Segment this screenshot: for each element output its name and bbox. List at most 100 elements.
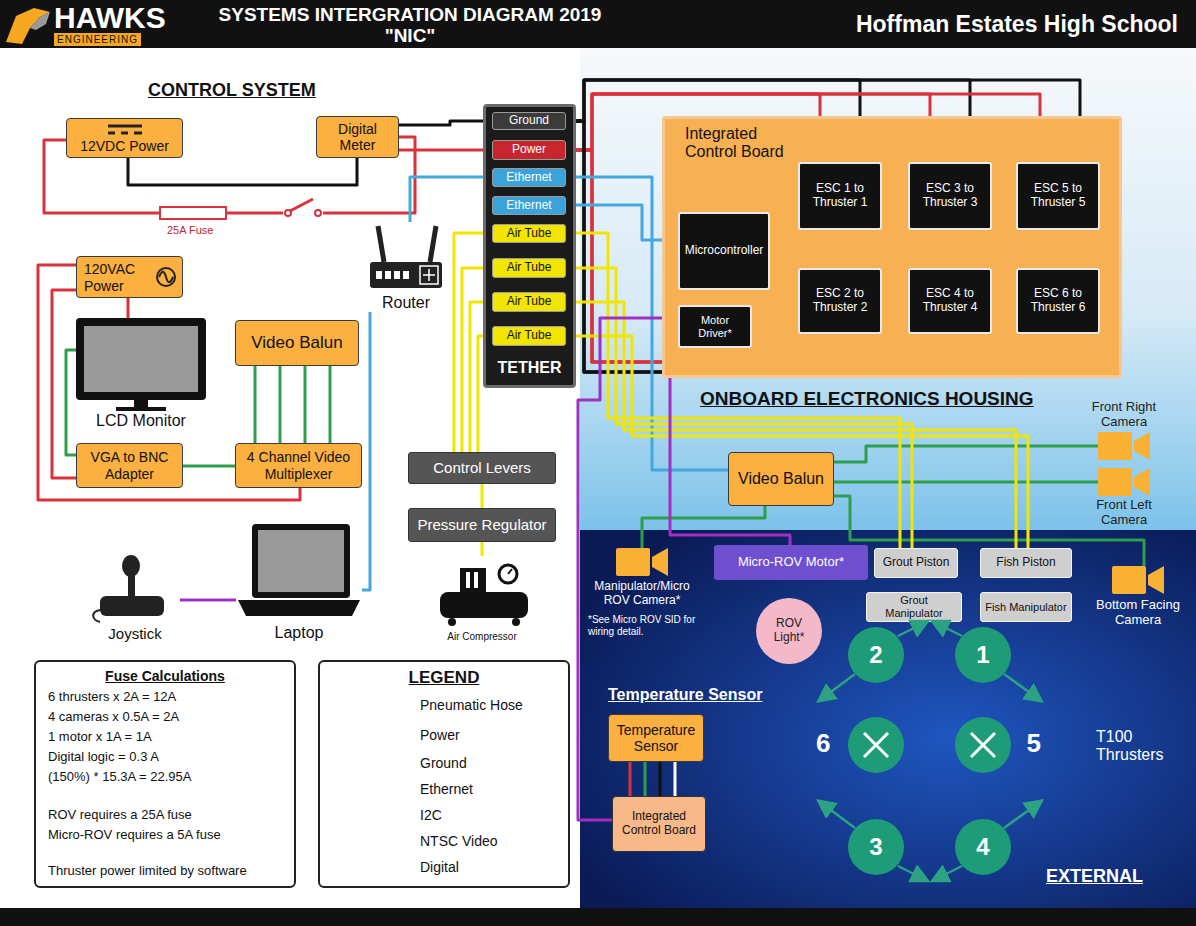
camera-icon xyxy=(1098,432,1132,460)
wire xyxy=(644,762,647,796)
driver-box: Motor Driver* xyxy=(678,305,752,348)
wire xyxy=(183,465,235,468)
control-box: Control Levers xyxy=(408,452,556,484)
node-text: LCD Monitor xyxy=(76,412,206,430)
node-text: Thruster power limited by software xyxy=(48,864,247,879)
camera-icon xyxy=(1134,468,1150,496)
header-bar xyxy=(0,0,1196,48)
thruster-circle: 4 xyxy=(955,819,1011,875)
monitor-icon xyxy=(134,400,148,408)
text-label: ONBOARD ELECTRONICS HOUSING xyxy=(700,388,1034,410)
node-text: Manipulator/Micro ROV Camera* xyxy=(584,580,700,608)
esc-box: ESC 5 to Thruster 5 xyxy=(1016,162,1100,230)
legend-text: NTSC Video xyxy=(420,833,498,849)
wire xyxy=(642,506,765,548)
dc-symbol xyxy=(121,132,128,135)
text-label: Temperature Sensor xyxy=(608,686,762,704)
thrust-arrow xyxy=(1004,674,1040,700)
node-text: 1 xyxy=(976,641,989,669)
node-text: ROV requires a 25A fuse xyxy=(48,808,192,823)
legend-text: I2C xyxy=(420,807,442,823)
router-icon xyxy=(385,271,391,279)
node-text: Pressure Regulator xyxy=(417,516,546,533)
node-text: 5 xyxy=(1027,729,1041,759)
air-compressor-icon xyxy=(508,569,512,574)
node-text: ESC 5 to Thruster 5 xyxy=(1022,182,1094,210)
tether-line: Air Tube xyxy=(492,224,566,243)
balun-box: Video Balun xyxy=(235,320,359,366)
joystick-icon xyxy=(100,596,164,616)
tether-line: Power xyxy=(492,140,566,160)
node-text: 6 xyxy=(816,729,830,759)
wire xyxy=(66,350,76,455)
wire xyxy=(254,366,257,443)
camera: Manipulator/Micro ROV Camera* xyxy=(616,548,668,576)
wire xyxy=(674,762,677,796)
node-text: ESC 2 to Thruster 2 xyxy=(804,287,876,315)
switch-symbol xyxy=(283,206,323,220)
node-text: ESC 4 to Thruster 4 xyxy=(914,287,986,315)
piston-box: Grout Piston xyxy=(874,548,958,578)
air-compressor-icon xyxy=(460,568,486,592)
air-compressor: Air Compressor xyxy=(424,556,540,642)
laptop: Laptop xyxy=(236,524,362,642)
router-icon xyxy=(403,271,409,279)
camera-icon xyxy=(1134,432,1150,460)
multiplexer-box: 4 Channel Video Multiplexer xyxy=(235,443,362,488)
node-text: Motor Driver* xyxy=(684,314,746,339)
tether-box: TETHERGroundPowerEthernetEthernetAir Tub… xyxy=(483,104,576,388)
balun-box: Video Balun xyxy=(728,452,834,506)
camera-icon xyxy=(1112,566,1146,594)
control-board: Integrated Control BoardMicrocontrollerM… xyxy=(662,116,1122,378)
air-compressor-icon xyxy=(440,565,528,626)
legend-text: Power xyxy=(420,727,460,743)
node-text: Video Balun xyxy=(251,333,342,353)
node-text: VGA to BNC Adapter xyxy=(81,449,178,481)
piston-box: Fish Piston xyxy=(980,548,1072,578)
node-text: Laptop xyxy=(236,624,362,642)
node-text: Micro-ROV requires a 5A fuse xyxy=(48,828,221,843)
water-region xyxy=(580,48,1196,908)
thruster-circle: 3 xyxy=(848,819,904,875)
esc-box: ESC 1 to Thruster 1 xyxy=(798,162,882,230)
microcontroller-box: Microcontroller xyxy=(678,212,770,290)
node-text: Air Tube xyxy=(507,329,552,343)
node-text: Temperature Sensor xyxy=(613,722,699,754)
thruster-circle: 2 xyxy=(848,627,904,683)
water-region xyxy=(580,48,1196,530)
thrust-arrow xyxy=(898,866,926,880)
header-bar xyxy=(0,0,1196,48)
esc-box: ESC 2 to Thruster 2 xyxy=(798,268,882,334)
wire xyxy=(279,366,282,443)
dc-symbol xyxy=(108,132,115,135)
node-text: Front Left Camera xyxy=(1084,498,1164,528)
node-text: Fish Manipulator xyxy=(985,601,1066,614)
router-icon xyxy=(370,262,442,288)
switch-symbol xyxy=(283,199,323,220)
node-text: Air Compressor xyxy=(424,631,540,643)
node-text: ESC 3 to Thruster 3 xyxy=(914,182,986,210)
node-text: Ethernet xyxy=(506,199,551,213)
node-text: 2 xyxy=(869,641,882,669)
camera: Bottom Facing Camera xyxy=(1112,566,1164,594)
text-label: 25A Fuse xyxy=(167,224,213,237)
thrust-arrow xyxy=(934,866,962,880)
router: Router xyxy=(366,222,446,312)
air-compressor-icon xyxy=(440,592,528,618)
node-text: Micro-ROV Motor* xyxy=(738,555,844,570)
router-icon xyxy=(370,226,442,288)
camera: Front Right Camera xyxy=(1098,432,1150,460)
node-text: Video Balun xyxy=(738,470,824,488)
monitor-icon xyxy=(76,318,206,411)
laptop-icon xyxy=(238,600,360,616)
wire xyxy=(52,290,76,478)
thrust-arrow xyxy=(820,622,1040,880)
node-text: LEGEND xyxy=(320,668,568,688)
tether-line: Ground xyxy=(492,112,566,130)
camera-icon xyxy=(1148,566,1164,594)
router-icon xyxy=(430,226,436,262)
wire xyxy=(180,599,236,602)
node-text: Digital Meter xyxy=(321,121,394,153)
